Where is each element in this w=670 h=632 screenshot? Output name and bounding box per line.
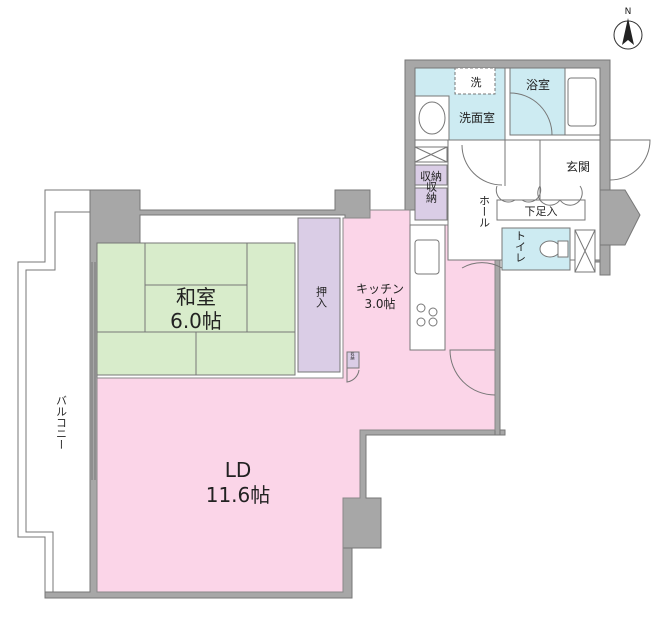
compass-label: N <box>625 7 632 17</box>
small-storage-label: 収納 <box>351 351 356 361</box>
bathtub-inner <box>567 77 597 127</box>
small-storage-door[interactable] <box>346 368 360 383</box>
toilet-label: トイレ <box>514 230 527 263</box>
storage-cross <box>414 146 448 163</box>
compass: N <box>613 7 643 50</box>
washroom-label: 洗面室 <box>459 110 495 125</box>
bath-door[interactable] <box>509 92 553 136</box>
storage-2[interactable] <box>414 187 448 221</box>
hall-door[interactable] <box>461 144 503 186</box>
kitchen-door[interactable] <box>449 349 496 396</box>
oshiire-label: 押入 <box>315 285 328 308</box>
windows <box>91 262 96 480</box>
storage-2-label: 収納 <box>425 181 438 204</box>
washer-label: 洗 <box>471 76 482 89</box>
washer-space <box>454 67 496 95</box>
kitchen-name: キッチン <box>356 282 404 296</box>
balcony <box>17 189 97 598</box>
toilet-bowl <box>539 240 561 258</box>
stove-icon <box>416 303 438 327</box>
toilet-tank <box>557 240 569 258</box>
shoe-area-label: 下足入 <box>525 205 558 218</box>
tatami-lines <box>97 243 295 375</box>
hall-label: ホール <box>478 195 491 228</box>
balcony-label: バルコニー <box>55 395 68 450</box>
kitchen-size: 3.0帖 <box>364 296 395 311</box>
bath-label: 浴室 <box>526 77 550 92</box>
washitsu-size: 6.0帖 <box>170 309 222 333</box>
ld-size: 11.6帖 <box>206 483 271 507</box>
kitchen-sink <box>414 239 440 275</box>
washbasin-bowl <box>418 101 446 135</box>
bath-floor <box>509 67 566 136</box>
ld-name: LD <box>225 458 252 482</box>
oshiire-closet[interactable] <box>297 217 341 373</box>
shoe-cabinet <box>496 199 586 221</box>
storage-1-label: 収納 <box>420 170 442 183</box>
small-storage[interactable] <box>346 351 360 369</box>
washitsu-name: 和室 <box>176 285 216 309</box>
entrance-label: 玄関 <box>566 159 590 174</box>
north-arrow-icon <box>622 18 634 45</box>
toilet-door[interactable] <box>461 262 503 269</box>
storage-1[interactable] <box>414 164 448 186</box>
entrance-door[interactable] <box>609 139 651 181</box>
shoe-cabinet-doors <box>495 185 583 206</box>
